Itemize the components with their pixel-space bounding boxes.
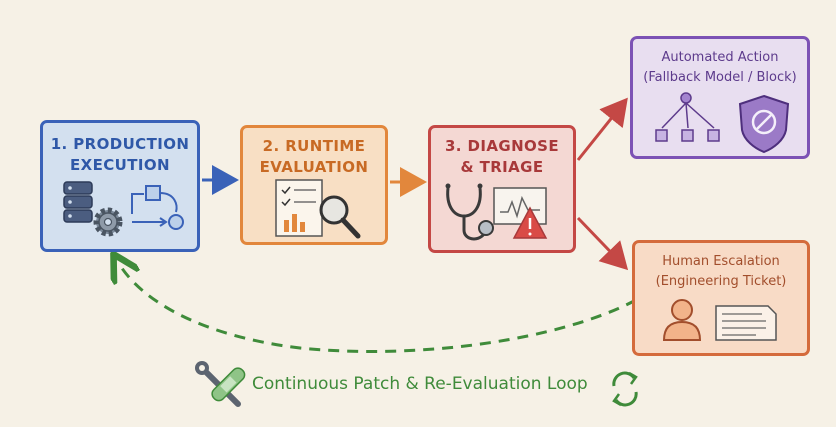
checklist-magnifier-icon	[275, 179, 361, 239]
human-escalation-subtitle: (Engineering Ticket)	[655, 274, 787, 289]
automated-action-subtitle: (Fallback Model / Block)	[643, 70, 797, 85]
stage-2-title: 2. RUNTIME EVALUATION	[259, 137, 369, 176]
person-icon	[662, 299, 702, 341]
stethoscope-icon	[445, 183, 494, 241]
feedback-loop-arrow	[118, 262, 637, 353]
workflow-icon	[131, 185, 184, 230]
stage-3-title: 3. DIAGNOSE & TRIAGE	[444, 137, 560, 176]
server-gear-icon	[63, 181, 123, 237]
arrow-3-to-automated	[576, 97, 628, 161]
loop-label: Continuous Patch & Re-Evaluation Loop	[252, 374, 588, 394]
automated-action-title: Automated Action	[661, 50, 779, 65]
human-escalation-title: Human Escalation	[662, 254, 780, 269]
alert-monitor-icon	[493, 187, 548, 239]
ticket-document-icon	[715, 305, 777, 341]
bandage-wrench-icon	[195, 361, 246, 407]
stage-1-title: 1. PRODUCTION EXECUTION	[50, 135, 190, 174]
shield-block-icon	[738, 94, 790, 154]
cycle-arrows-icon	[612, 371, 638, 407]
arrow-3-to-human	[576, 216, 629, 271]
hierarchy-icon	[655, 92, 720, 142]
